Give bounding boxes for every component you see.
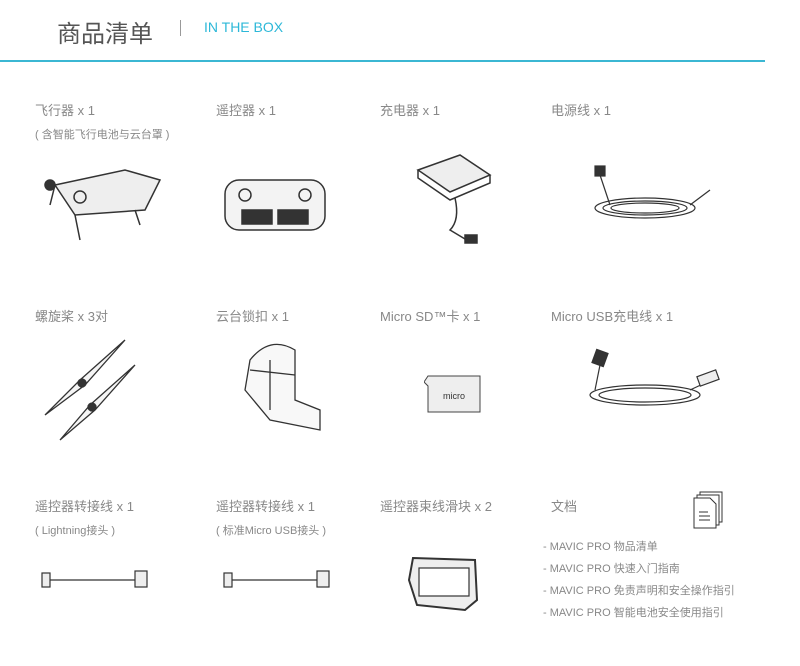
item-sd-card: Micro SD™卡 x 1: [380, 308, 550, 326]
item-label: 云台锁扣 x 1: [216, 309, 289, 324]
item-aircraft: 飞行器 x 1 ( 含智能飞行电池与云台罩 ): [35, 102, 205, 142]
item-label: 遥控器转接线 x 1: [35, 499, 134, 514]
usb-cable-icon: [589, 348, 720, 406]
item-charger: 充电器 x 1: [380, 102, 550, 120]
svg-text:micro: micro: [443, 391, 465, 401]
micro-usb-cable-icon: [223, 570, 330, 588]
page-subtitle: IN THE BOX: [204, 19, 284, 35]
item-label: 文档: [551, 499, 578, 514]
lightning-cable-icon: [41, 570, 148, 588]
item-label: 电源线 x 1: [551, 103, 611, 118]
item-label: 充电器 x 1: [380, 103, 440, 118]
sd-card-icon: micro: [424, 375, 481, 413]
item-note: ( 含智能飞行电池与云台罩 ): [35, 129, 170, 141]
propeller-icon: [44, 339, 136, 441]
item-label: 遥控器束线滑块 x 2: [380, 499, 492, 514]
title-separator: [180, 20, 181, 36]
document-entry: - MAVIC PRO 免责声明和安全操作指引: [543, 585, 735, 597]
charger-icon: [416, 154, 492, 244]
item-label: Micro USB充电线 x 1: [551, 309, 674, 324]
item-power-cable: 电源线 x 1: [551, 102, 721, 120]
header-divider: [0, 60, 765, 62]
power-cable-icon: [594, 165, 711, 219]
drone-icon: [44, 169, 162, 241]
item-label: 飞行器 x 1: [35, 103, 95, 118]
item-propellers: 螺旋桨 x 3对: [35, 308, 205, 326]
item-micro-usb-adapter: 遥控器转接线 x 1 ( 标准Micro USB接头 ): [216, 498, 386, 538]
item-label: 遥控器转接线 x 1: [216, 499, 315, 514]
item-cable-slider: 遥控器束线滑块 x 2: [380, 498, 550, 516]
page-title: 商品清单: [57, 21, 153, 48]
document-list: - MAVIC PRO 物品清单 - MAVIC PRO 快速入门指南 - MA…: [543, 536, 735, 624]
item-lightning-cable: 遥控器转接线 x 1 ( Lightning接头 ): [35, 498, 205, 538]
item-note: ( 标准Micro USB接头 ): [216, 525, 326, 537]
item-usb-cable: Micro USB充电线 x 1: [551, 308, 721, 326]
item-label: Micro SD™卡 x 1: [380, 309, 481, 324]
document-entry: - MAVIC PRO 快速入门指南: [543, 563, 680, 575]
item-remote: 遥控器 x 1: [216, 102, 386, 120]
document-entry: - MAVIC PRO 物品清单: [543, 541, 658, 553]
cable-slider-icon: [407, 556, 479, 612]
document-entry: - MAVIC PRO 智能电池安全使用指引: [543, 607, 724, 619]
item-note: ( Lightning接头 ): [35, 525, 116, 537]
item-documents: 文档: [551, 498, 721, 516]
item-gimbal-clamp: 云台锁扣 x 1: [216, 308, 386, 326]
document-icon: [693, 491, 723, 529]
remote-controller-icon: [224, 179, 326, 231]
gimbal-clamp-icon: [244, 343, 321, 431]
item-label: 遥控器 x 1: [216, 103, 276, 118]
item-label: 螺旋桨 x 3对: [35, 309, 108, 324]
